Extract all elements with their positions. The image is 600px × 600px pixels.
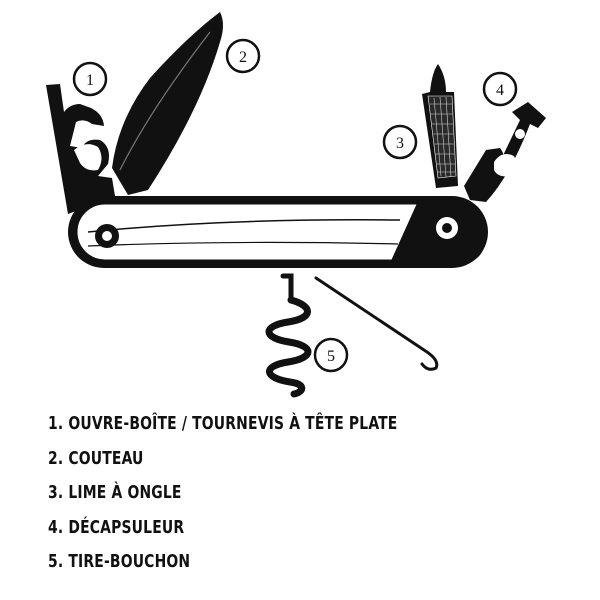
tools-legend: 1. OUVRE-BOÎTE / TOURNEVIS À TÊTE PLATE … — [48, 407, 454, 580]
hook-tool — [314, 276, 439, 371]
legend-item-corkscrew: 5. TIRE-BOUCHON — [48, 551, 191, 572]
can-opener-tool — [46, 84, 115, 214]
legend-item-can-opener: 1. OUVRE-BOÎTE / TOURNEVIS À TÊTE PLATE — [48, 413, 398, 434]
svg-text:4: 4 — [496, 82, 504, 99]
svg-text:1: 1 — [86, 72, 94, 89]
right-rivet — [436, 217, 458, 239]
knife-handle — [68, 196, 488, 268]
callout-5: 5 — [313, 337, 349, 373]
knife-illustration: 1 2 3 4 5 — [46, 12, 546, 398]
callout-4: 4 — [482, 71, 518, 107]
bottle-opener-tool — [464, 102, 546, 202]
callout-2: 2 — [225, 38, 261, 74]
svg-text:5: 5 — [327, 348, 335, 365]
callout-1: 1 — [72, 61, 108, 97]
svg-text:3: 3 — [396, 135, 404, 152]
nail-file-tool — [422, 64, 458, 188]
knife-blade-tool — [112, 12, 223, 195]
svg-text:2: 2 — [239, 49, 247, 66]
legend-item-nail-file: 3. LIME À ONGLE — [48, 482, 182, 503]
callout-3: 3 — [382, 124, 418, 160]
legend-item-bottle-opener: 4. DÉCAPSULEUR — [48, 516, 185, 538]
corkscrew-tool — [265, 273, 312, 398]
left-rivet — [95, 224, 119, 248]
legend-item-knife: 2. COUTEAU — [48, 447, 144, 469]
